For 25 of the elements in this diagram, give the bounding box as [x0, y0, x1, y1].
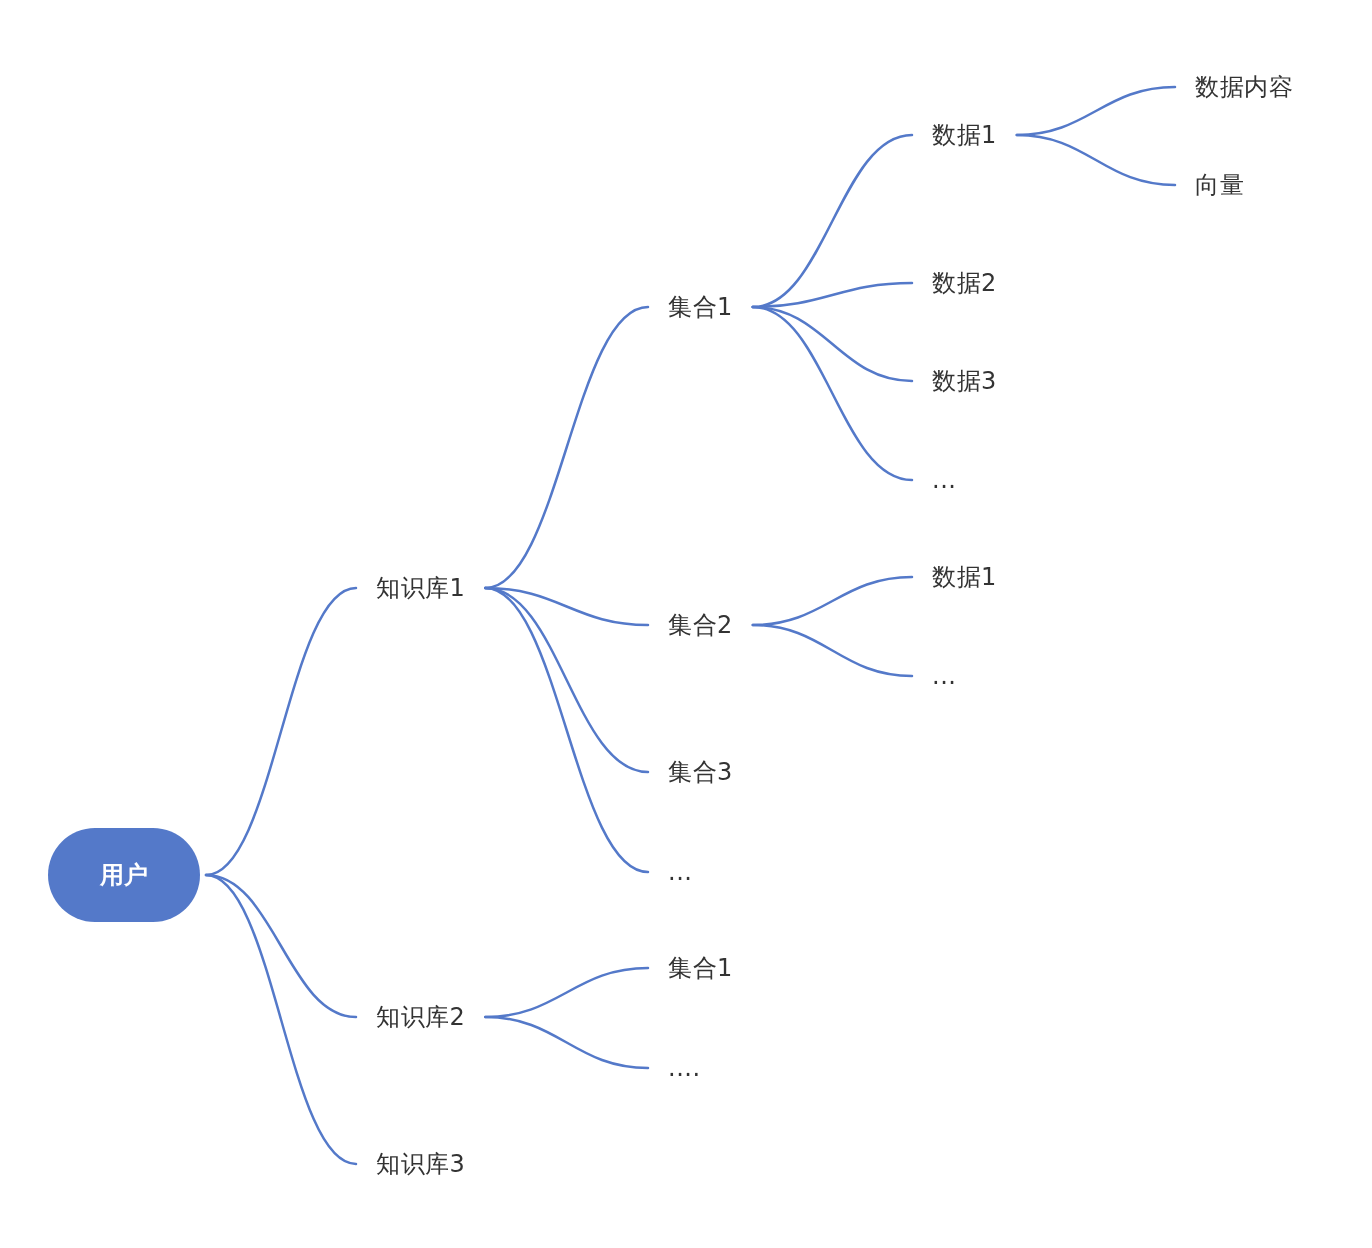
connector-line: [751, 305, 914, 482]
connector-line: [204, 873, 358, 1166]
topic-label: 集合1: [668, 954, 733, 982]
topic-label: 集合3: [668, 758, 733, 786]
connector-line: [751, 623, 914, 678]
topic-label: 知识库2: [376, 1003, 466, 1031]
connector-line: [484, 305, 650, 590]
topic-label: 用户: [100, 860, 148, 891]
topic-label: ....: [668, 1054, 701, 1082]
topic-label: 向量: [1195, 171, 1244, 199]
connector-line: [1015, 133, 1177, 187]
topic-label: ...: [932, 466, 957, 494]
topic-label: 知识库1: [376, 574, 466, 602]
connector-line: [484, 586, 650, 874]
connector-line: [484, 1015, 650, 1070]
topic-label: 集合2: [668, 611, 733, 639]
topic-label: 数据内容: [1195, 73, 1293, 101]
topic-label: ...: [668, 858, 693, 886]
topic-label: 集合1: [668, 293, 733, 321]
topic-label: ...: [932, 662, 957, 690]
topic-label: 数据3: [932, 367, 997, 395]
topic-label: 知识库3: [376, 1150, 466, 1178]
topic-label: 数据1: [932, 121, 997, 149]
topic-label: 数据1: [932, 563, 997, 591]
topic-label: 数据2: [932, 269, 997, 297]
